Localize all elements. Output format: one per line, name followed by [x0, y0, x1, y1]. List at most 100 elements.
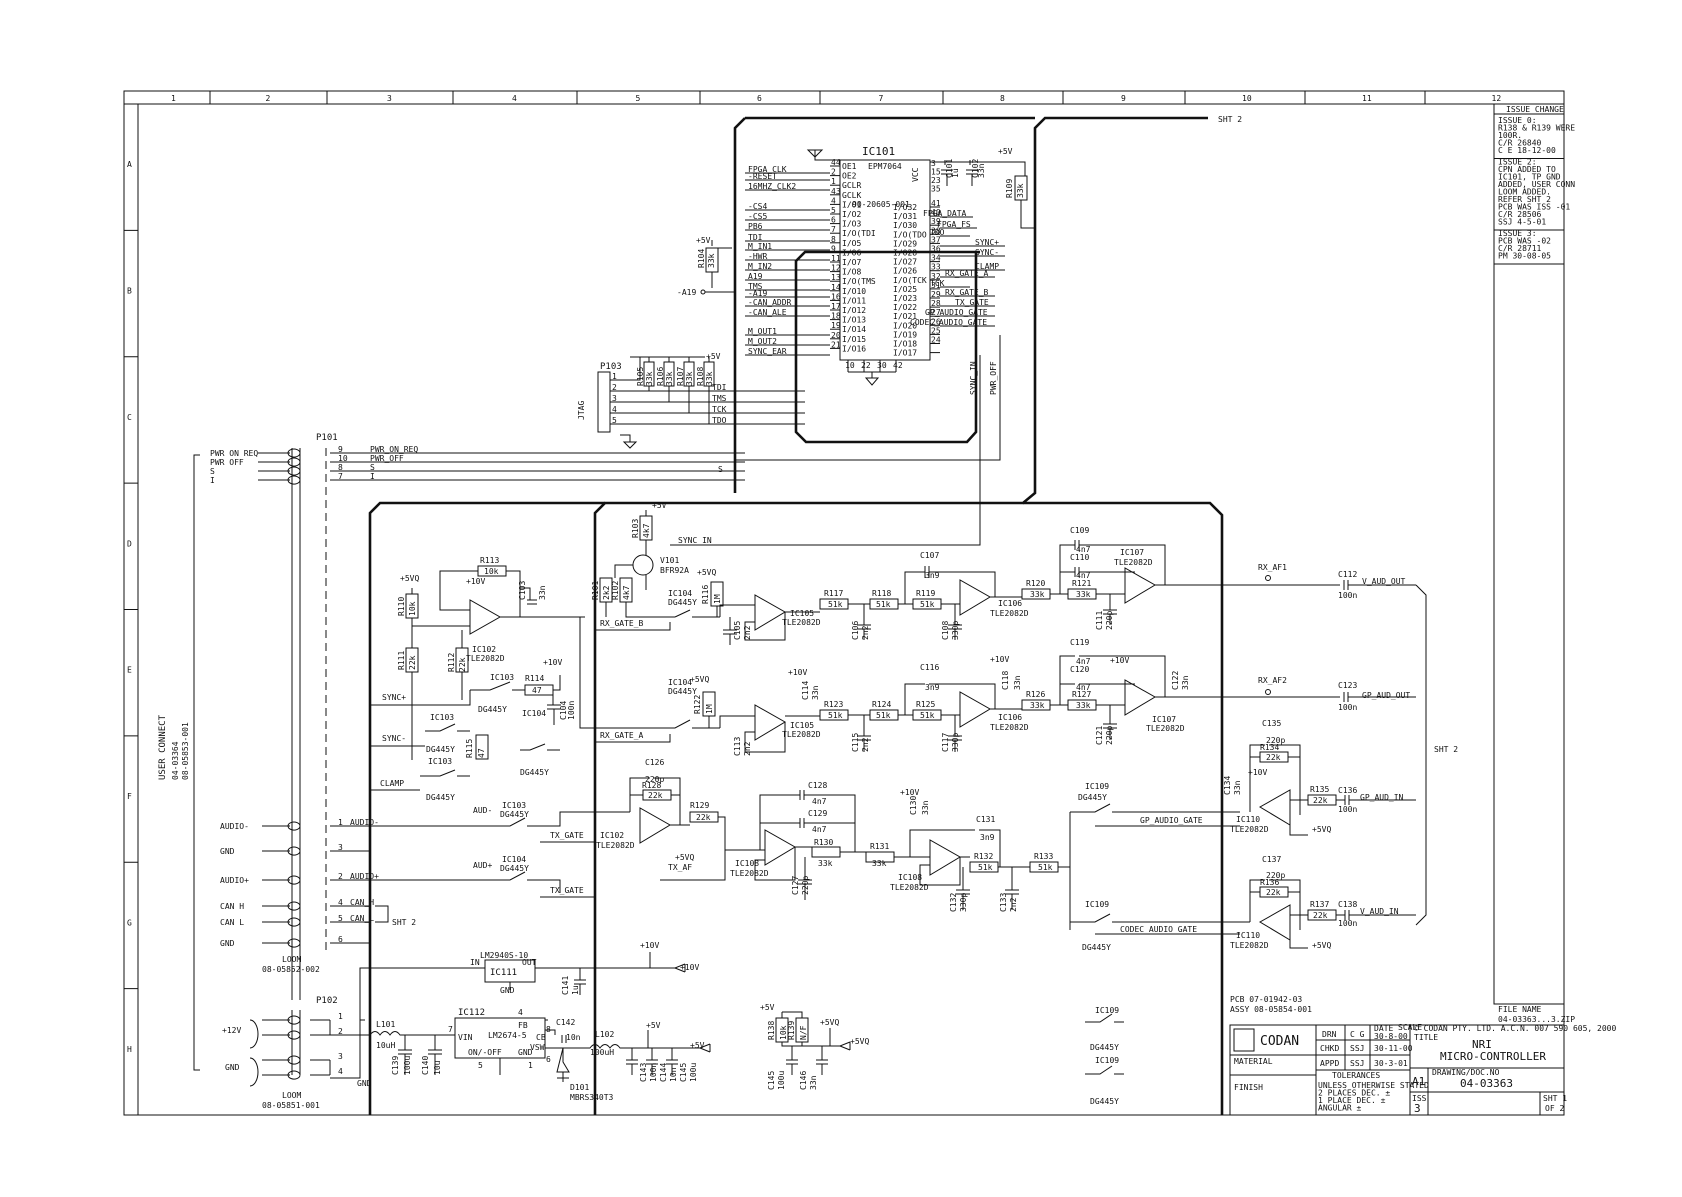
svg-text:IC104: IC104 [522, 709, 546, 718]
p101-pin: 6 [338, 935, 343, 944]
svg-text:51k: 51k [920, 600, 935, 609]
svg-text:C139: C139 [391, 1056, 400, 1075]
svg-text:+5V: +5V [696, 236, 711, 245]
svg-text:MBRS340T3: MBRS340T3 [570, 1093, 614, 1102]
svg-text:IC110: IC110 [1236, 931, 1260, 940]
svg-text:4n7: 4n7 [1076, 683, 1091, 692]
svg-text:51k: 51k [920, 711, 935, 720]
ic101-vcc-pin: 35 [931, 185, 941, 194]
ic101-left-net: M_IN1 [748, 242, 772, 251]
ic101-left-net: TDI [748, 233, 763, 242]
svg-text:APPD: APPD [1320, 1059, 1339, 1068]
svg-text:4k7: 4k7 [642, 523, 651, 538]
svg-text:IC111: IC111 [490, 968, 517, 978]
svg-text:N/F: N/F [799, 1025, 808, 1040]
svg-text:33k: 33k [1016, 183, 1025, 198]
svg-text:GND: GND [357, 1079, 372, 1088]
svg-text:33k: 33k [818, 859, 833, 868]
svg-text:4k7: 4k7 [622, 585, 631, 600]
svg-text:R118: R118 [872, 589, 891, 598]
left-block: +5VQ R110 10k R111 22k R112 22k R113 10k… [370, 556, 585, 802]
ic101-pin-num: 4 [831, 196, 836, 205]
ic101-pin-num: 31 [931, 281, 941, 290]
svg-text:04-03363: 04-03363 [1460, 1077, 1513, 1090]
svg-text:PWR_OFF: PWR_OFF [989, 361, 998, 395]
svg-text:TOLERANCES: TOLERANCES [1332, 1071, 1380, 1080]
ic101-vcc-pin: 3 [931, 159, 936, 168]
ic101-pin-num: 16 [831, 292, 841, 301]
ic101-pin-num: 14 [831, 283, 841, 292]
ic101-pin-num: 32 [931, 272, 941, 281]
ic101-left-net: M_OUT1 [748, 327, 777, 336]
svg-text:100n: 100n [567, 701, 576, 720]
svg-text:SHT 2: SHT 2 [392, 918, 416, 927]
svg-text:+5VQ: +5VQ [400, 574, 419, 583]
svg-text:TX_GATE: TX_GATE [550, 831, 584, 840]
ic101-pin-name: I/O27 [893, 258, 917, 267]
svg-text:DG445Y: DG445Y [1082, 943, 1111, 952]
ic101-pin-name: I/O12 [842, 306, 866, 315]
ic101-vcc-pin: 23 [931, 176, 941, 185]
title-block: ISSUE CHANGE ISSUE 0:R138 & R139 WERE100… [1229, 103, 1616, 1116]
ic101-pin-name: GCLR [842, 181, 861, 190]
svg-text:100n: 100n [1338, 919, 1357, 928]
svg-text:R134: R134 [1260, 743, 1279, 752]
svg-text:C141: C141 [561, 976, 570, 995]
svg-text:DG445Y: DG445Y [426, 745, 455, 754]
svg-text:DG445Y: DG445Y [668, 687, 697, 696]
svg-text:R131: R131 [870, 842, 889, 851]
svg-text:+10V: +10V [990, 655, 1009, 664]
svg-text:C131: C131 [976, 815, 995, 824]
svg-text:IC103: IC103 [490, 673, 514, 682]
svg-text:C109: C109 [1070, 526, 1089, 535]
ic101-pin-num: 26 [931, 317, 941, 326]
svg-text:TLE2082D: TLE2082D [596, 841, 635, 850]
svg-text:22k: 22k [408, 655, 417, 670]
p101-pin: 5 [338, 914, 343, 923]
p101-net: PWR_ON_REQ [370, 445, 418, 454]
issue-line: PM 30-08-05 [1498, 252, 1551, 261]
svg-text:C140: C140 [421, 1056, 430, 1075]
ic101-pin-name: I/O13 [842, 316, 866, 325]
ic101-pin-num: 28 [931, 299, 941, 308]
svg-text:C105: C105 [733, 621, 742, 640]
svg-text:33k: 33k [1076, 701, 1091, 710]
ic101-part: EPM7064 [868, 162, 902, 171]
ic101-pin-num: 5 [831, 206, 836, 215]
svg-text:AUD+: AUD+ [473, 861, 492, 870]
svg-text:JTAG: JTAG [577, 401, 586, 420]
ic101-pin-num: 2 [831, 168, 836, 177]
svg-text:DG445Y: DG445Y [500, 810, 529, 819]
svg-text:22k: 22k [1313, 796, 1328, 805]
svg-text:51k: 51k [978, 863, 993, 872]
ic101-right-net: TCK [930, 279, 945, 288]
svg-text:R128: R128 [642, 781, 661, 790]
svg-text:100u: 100u [403, 1056, 412, 1075]
ic101-pin-num: 39 [931, 217, 941, 226]
svg-text:+5V: +5V [706, 352, 721, 361]
ic101-pin-name: I/O18 [893, 340, 917, 349]
row-label: A [127, 160, 132, 169]
svg-text:C145: C145 [679, 1063, 688, 1082]
ic101-pin-num: 40 [931, 208, 941, 217]
ic101-right-net: RX_GATE_B [945, 288, 989, 297]
svg-text:CLAMP: CLAMP [380, 779, 404, 788]
column-label: 3 [387, 94, 392, 103]
svg-text:V101: V101 [660, 556, 679, 565]
svg-text:AUD-: AUD- [473, 806, 492, 815]
svg-text:DG445Y: DG445Y [478, 705, 507, 714]
p103-net: TDI [712, 383, 727, 392]
svg-text:L102: L102 [595, 1030, 614, 1039]
svg-text:+5VQ: +5VQ [850, 1037, 869, 1046]
svg-text:IC112: IC112 [458, 1008, 485, 1018]
svg-text:S: S [718, 465, 723, 474]
ic101-gnd-pin: 10 [845, 361, 855, 370]
ic101-pin-name: I/O10 [842, 287, 866, 296]
p101-pin: 1 [338, 818, 343, 827]
svg-text:RX_AF1: RX_AF1 [1258, 563, 1287, 572]
p101-pin: 9 [338, 445, 343, 454]
svg-text:FILE NAME: FILE NAME [1498, 1005, 1542, 1014]
